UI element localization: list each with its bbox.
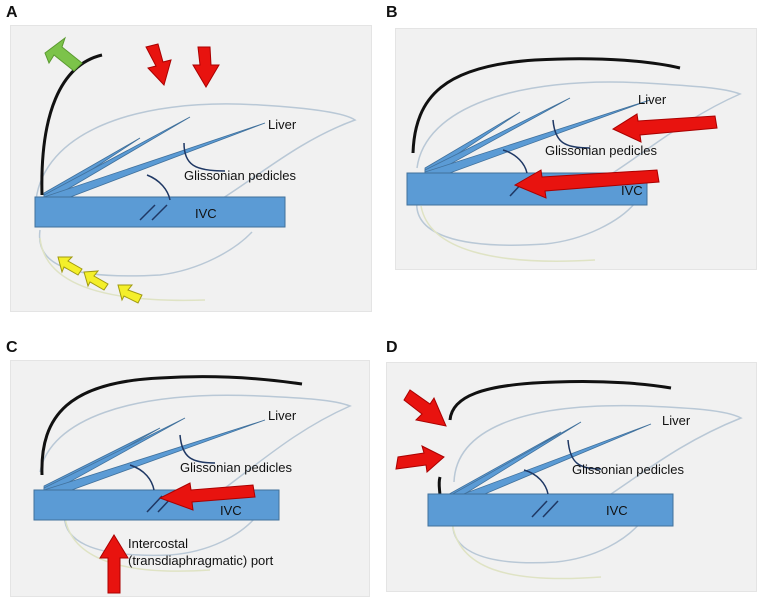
panel-d — [386, 362, 757, 592]
panel-d-diagram: Liver Glissonian pedicles IVC — [395, 379, 743, 580]
pedicle-line-1 — [552, 119, 591, 149]
glissonian-pedicles-label: Glissonian pedicles — [184, 168, 297, 183]
pedicle-line-2 — [502, 149, 528, 174]
panel-a-diagram: Liver Glissonian pedicles IVC — [34, 36, 357, 304]
pedicle-line-2 — [146, 174, 171, 201]
diaphragm-line — [40, 375, 303, 476]
liver-lower-outline — [416, 199, 636, 246]
ivc-label: IVC — [621, 183, 643, 198]
red-arrow-2 — [513, 169, 660, 199]
pedicle-line-1 — [183, 142, 226, 172]
red-arrow-port — [99, 534, 129, 594]
panel-b — [395, 28, 757, 270]
panel-label-d: D — [386, 339, 398, 356]
ivc-label: IVC — [606, 503, 628, 518]
liver-outline — [416, 81, 742, 179]
panel-label-b: B — [386, 4, 398, 21]
red-arrow-2 — [395, 445, 445, 473]
ivc-label: IVC — [220, 503, 242, 518]
liver-outline — [453, 404, 743, 495]
liver-label: Liver — [662, 413, 691, 428]
red-arrow-1 — [611, 113, 718, 143]
diaphragm-line-upper — [448, 379, 672, 421]
panel-label-a: A — [6, 4, 18, 21]
pedicle-line-1 — [567, 439, 602, 470]
panel-b-diagram: Liver Glissonian pedicles IVC — [406, 57, 742, 262]
glissonian-pedicles-label: Glissonian pedicles — [180, 460, 293, 475]
pedicle-line-4 — [151, 204, 168, 221]
glissonian-pedicles-label: Glissonian pedicles — [572, 462, 685, 477]
abdominal-wall-outline — [451, 521, 602, 580]
pedicle-line-3 — [146, 495, 163, 513]
pedicle-line-3 — [531, 500, 548, 518]
pedicle-line-2 — [523, 469, 549, 495]
port-label-line1: Intercostal — [128, 536, 188, 551]
liver-outline — [35, 103, 357, 201]
diaphragm-line — [411, 57, 681, 154]
pedicle-line-1 — [179, 434, 216, 464]
yellow-arrow-2 — [83, 270, 109, 291]
pedicle-line-3 — [139, 204, 156, 221]
green-arrow — [44, 36, 83, 72]
red-arrow-1 — [158, 482, 256, 511]
ivc-label: IVC — [195, 206, 217, 221]
pedicle-line-2 — [129, 464, 155, 491]
yellow-arrow-3 — [117, 284, 143, 304]
abdominal-wall-outline — [64, 517, 211, 572]
red-arrow-2 — [192, 46, 220, 88]
liver-label: Liver — [638, 92, 667, 107]
panel-c-diagram: Liver Glissonian pedicles IVC Intercosta… — [33, 375, 352, 594]
port-label-line2: (transdiaphragmatic) port — [128, 553, 274, 568]
liver-lower-outline — [38, 229, 253, 277]
glissonian-pedicles-label: Glissonian pedicles — [545, 143, 658, 158]
red-arrow-1 — [403, 389, 447, 427]
red-arrow-1 — [145, 43, 172, 86]
panel-label-c: C — [6, 339, 18, 356]
yellow-arrow-1 — [57, 256, 83, 276]
liver-label: Liver — [268, 117, 297, 132]
pedicle-line-4 — [542, 500, 559, 518]
abdominal-wall-outline — [420, 205, 596, 262]
abdominal-wall-outline — [39, 237, 206, 302]
diaphragm-line — [40, 53, 103, 196]
liver-outline — [39, 394, 352, 489]
liver-label: Liver — [268, 408, 297, 423]
